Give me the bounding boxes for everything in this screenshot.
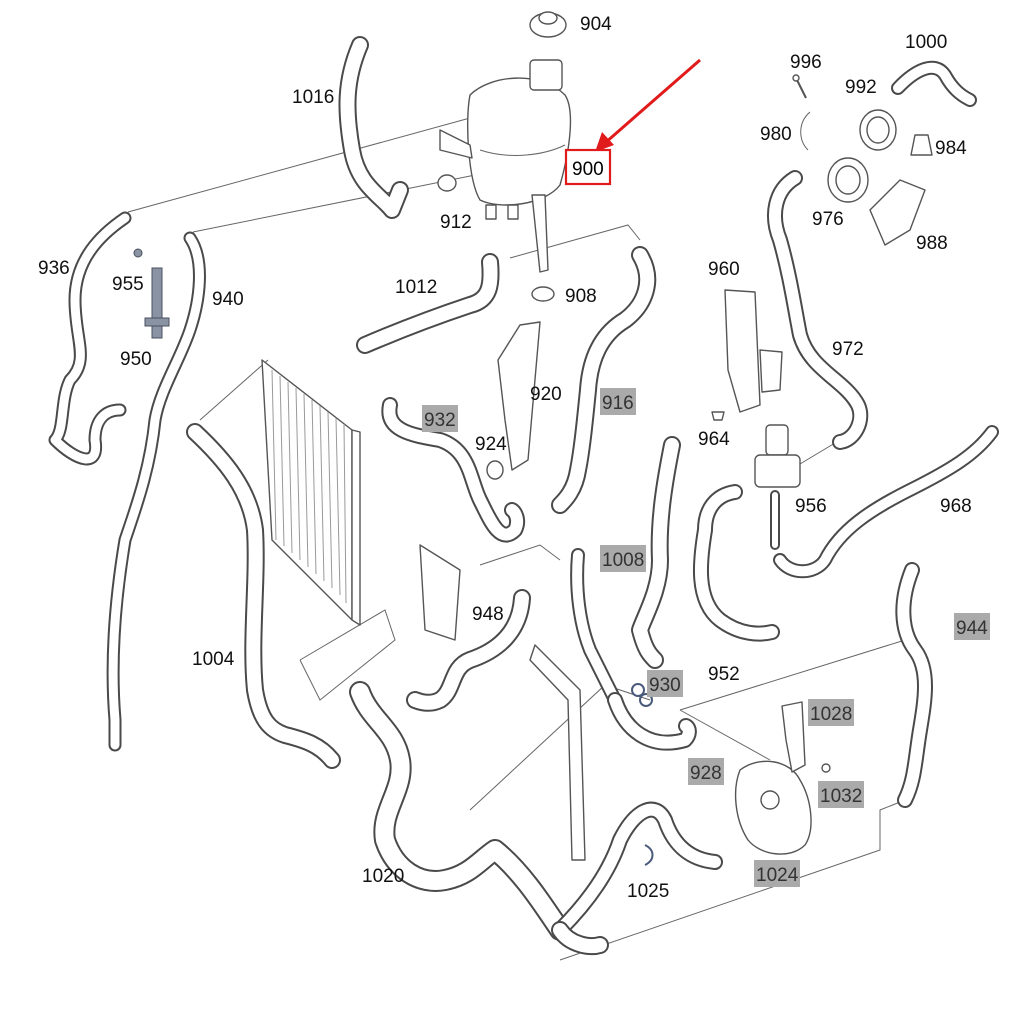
ring-992 — [859, 109, 897, 151]
callout-932[interactable]: 932 — [424, 410, 456, 431]
callout-992[interactable]: 992 — [845, 77, 877, 98]
callout-1012[interactable]: 1012 — [395, 277, 437, 298]
clip-980 — [800, 111, 811, 151]
callout-920[interactable]: 920 — [530, 384, 562, 405]
grommet-908 — [531, 286, 555, 302]
bracket-920 — [497, 321, 541, 471]
hose-lines — [48, 36, 999, 956]
callout-930[interactable]: 930 — [649, 675, 681, 696]
cap-904 — [529, 11, 567, 38]
callout-988[interactable]: 988 — [916, 233, 948, 254]
callout-1016[interactable]: 1016 — [292, 87, 334, 108]
callout-976[interactable]: 976 — [812, 209, 844, 230]
bracket-988 — [869, 179, 926, 246]
callout-950[interactable]: 950 — [120, 349, 152, 370]
callout-924[interactable]: 924 — [475, 434, 507, 455]
callout-1025[interactable]: 1025 — [627, 881, 669, 902]
callout-928[interactable]: 928 — [690, 763, 722, 784]
clamp-912 — [437, 174, 457, 192]
callout-952[interactable]: 952 — [708, 664, 740, 685]
callout-904[interactable]: 904 — [580, 14, 612, 35]
callout-1024[interactable]: 1024 — [756, 865, 799, 886]
callout-972[interactable]: 972 — [832, 339, 864, 360]
callout-1004[interactable]: 1004 — [192, 649, 235, 670]
bracket-1028 — [781, 701, 806, 773]
callout-1008[interactable]: 1008 — [602, 550, 644, 571]
callout-944[interactable]: 944 — [956, 618, 988, 639]
screw-1032 — [821, 763, 831, 773]
selection-arrow — [595, 58, 701, 152]
flange-976 — [827, 157, 869, 203]
callout-1020[interactable]: 1020 — [362, 866, 404, 887]
part-984 — [910, 134, 933, 156]
callout-955[interactable]: 955 — [112, 274, 144, 295]
radiator — [261, 359, 361, 626]
callout-1032[interactable]: 1032 — [820, 786, 862, 807]
callout-936[interactable]: 936 — [38, 258, 70, 279]
callout-labels: 900 904 1016 912 1012 908 920 924 936 95… — [38, 14, 990, 902]
part-964 — [711, 411, 725, 421]
callout-960[interactable]: 960 — [708, 259, 740, 280]
callout-968[interactable]: 968 — [940, 496, 972, 517]
callout-900-box — [564, 148, 612, 186]
callout-956[interactable]: 956 — [795, 496, 827, 517]
callout-996[interactable]: 996 — [790, 52, 822, 73]
callout-1000[interactable]: 1000 — [905, 32, 947, 53]
clip-1025 — [644, 844, 654, 866]
callout-908[interactable]: 908 — [565, 286, 597, 307]
callout-984[interactable]: 984 — [935, 138, 967, 159]
callout-980[interactable]: 980 — [760, 124, 792, 145]
bracket-950 — [133, 248, 170, 339]
expansion-tank — [439, 59, 572, 273]
callout-964[interactable]: 964 — [698, 429, 730, 450]
support-frame — [419, 544, 586, 861]
callout-916[interactable]: 916 — [602, 393, 634, 414]
screw-996 — [792, 74, 807, 99]
clamps-930 — [631, 683, 653, 707]
callout-940[interactable]: 940 — [212, 289, 244, 310]
callout-1028[interactable]: 1028 — [810, 704, 852, 725]
valve-956 — [754, 424, 801, 488]
callout-900[interactable]: 900 — [572, 159, 604, 180]
bracket-960 — [724, 289, 783, 413]
housing-1024 — [734, 760, 812, 855]
callout-948[interactable]: 948 — [472, 604, 504, 625]
part-924 — [486, 460, 504, 480]
callout-912[interactable]: 912 — [440, 212, 472, 233]
